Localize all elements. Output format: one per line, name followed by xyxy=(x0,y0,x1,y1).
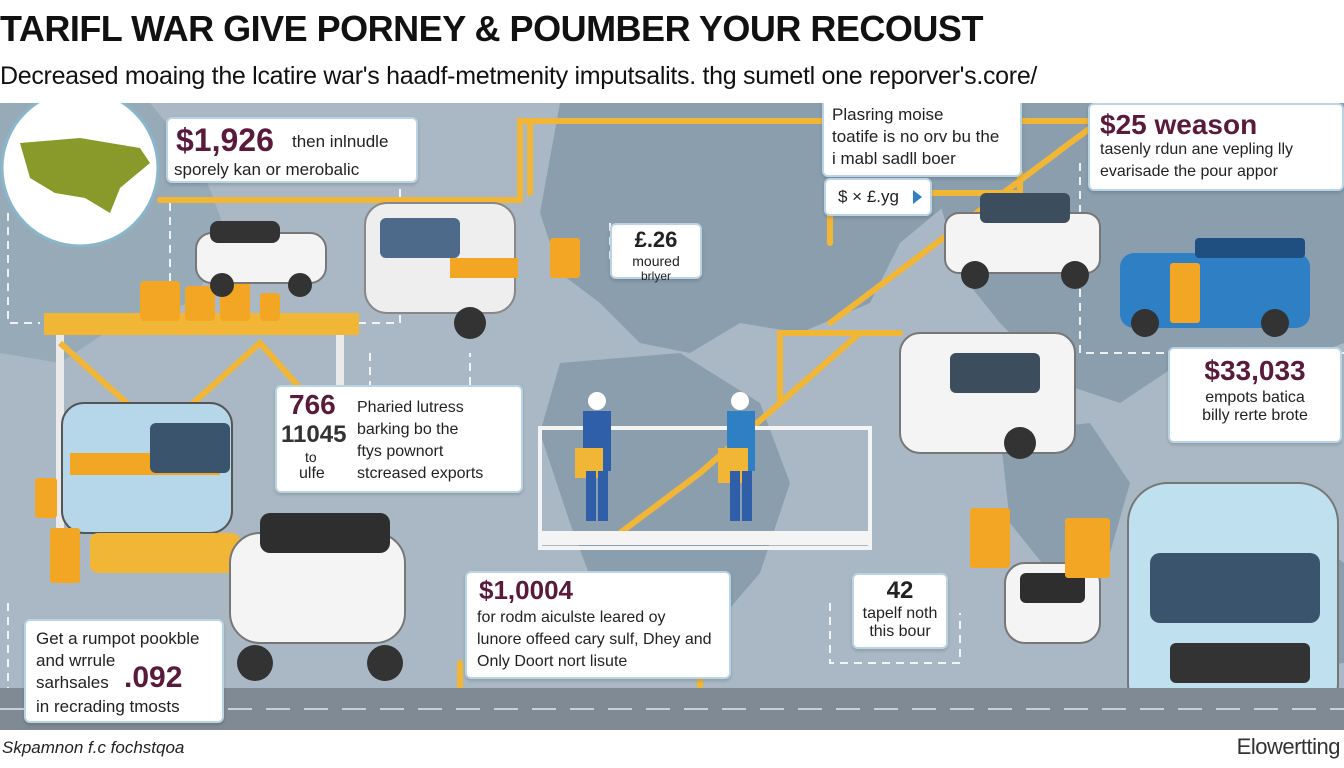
stat-line: moured xyxy=(632,253,680,269)
stat-line: for rodm aiculste leared oy xyxy=(477,609,666,626)
source-caption: Skpamnon f.c fochstqoa xyxy=(2,738,185,757)
stat-line: evarisade the pour appor xyxy=(1100,163,1278,180)
stat-line: Only Doort nort lisute xyxy=(477,653,628,670)
stat-line: tapelf noth xyxy=(862,605,938,622)
page-title: TARIFL WAR GIVE PORNEY & POUMBER YOUR RE… xyxy=(0,8,983,49)
pickup-white xyxy=(899,332,1076,459)
play-arrow-icon xyxy=(913,190,922,204)
stat-line: and wrrule xyxy=(36,651,116,670)
stat-line: empots batica xyxy=(1205,389,1305,406)
stat-value: to xyxy=(305,449,317,465)
stat-line: Pharied lutress xyxy=(357,399,464,416)
stat-value: 11045 xyxy=(281,421,347,448)
stat-line: lunore offeed cary sulf, Dhey and xyxy=(477,631,712,648)
stat-line: stcreased exports xyxy=(357,465,484,482)
stat-card-top-left: $1,926 then inlnudle sporely kan or mero… xyxy=(166,117,418,183)
bus-blue xyxy=(61,402,240,573)
stat-card-bottom-small: 42 tapelf noth this bour xyxy=(852,573,948,649)
infographic-stage: $1,926 then inlnudle sporely kan or mero… xyxy=(0,103,1344,730)
info-line: i mabl sadll boer xyxy=(832,149,956,168)
info-card-top-center: Plasring moise toatife is no orv bu the … xyxy=(822,103,1022,177)
price-tag-button[interactable]: $ × £.yg xyxy=(824,178,932,216)
stat-line: sporely kan or merobalic xyxy=(174,160,360,179)
stat-line: then inlnudle xyxy=(292,132,389,151)
stat-value: .092 xyxy=(124,661,183,694)
stat-line: Get a rumpot pookble xyxy=(36,629,200,648)
stat-value: $25 weason xyxy=(1100,109,1258,140)
car-white-small xyxy=(1004,562,1101,644)
stat-value: 42 xyxy=(886,577,914,604)
suv-blue xyxy=(1120,238,1310,337)
car-lightblue-large xyxy=(1127,482,1339,724)
suv-white-topright xyxy=(944,193,1101,289)
price-tag-label: $ × £.yg xyxy=(838,187,899,206)
stat-card-mid-right: $33,033 empots batica billy rerte brote xyxy=(1168,347,1342,443)
stat-value: $33,033 xyxy=(1204,355,1306,386)
stat-line: brlyer xyxy=(640,269,671,283)
car-white-bottomleft xyxy=(229,513,406,681)
stat-value: 766 xyxy=(289,389,336,420)
stat-value: ulfe xyxy=(299,465,325,482)
scaffold-platform xyxy=(538,392,872,550)
stat-card-top-right: $25 weason tasenly rdun ane vepling lly … xyxy=(1088,103,1344,191)
brand-logo-text: Elowertting xyxy=(1236,734,1341,759)
stat-line: ftys pownort xyxy=(357,443,444,460)
stat-line: barking bo the xyxy=(357,421,459,438)
stat-line: tasenly rdun ane vepling lly xyxy=(1100,141,1294,158)
car-gray-topleft xyxy=(195,221,327,297)
stat-value: $1,0004 xyxy=(479,575,573,605)
info-line: Plasring moise xyxy=(832,105,944,124)
info-line: toatife is no orv bu the xyxy=(832,127,1000,146)
stat-card-center-small: £.26 moured brlyer xyxy=(610,223,702,283)
stat-value: $1,926 xyxy=(176,122,274,158)
stat-card-bottom-center: $1,0004 for rodm aiculste leared oy luno… xyxy=(465,571,731,679)
stat-line: sarhsales xyxy=(36,673,109,692)
containers xyxy=(35,238,1200,583)
van-white-orange xyxy=(364,202,518,339)
page-subtitle: Decreased moaing the lcatire war's haadf… xyxy=(0,62,1038,90)
stat-line: this bour xyxy=(869,623,931,640)
stat-line: in recrading tmosts xyxy=(36,697,180,716)
stat-value: £.26 xyxy=(634,227,678,252)
stat-card-bottom-left: Get a rumpot pookble and wrrule sarhsale… xyxy=(24,619,224,723)
usa-map-shape xyxy=(20,138,150,213)
stat-line: billy rerte brote xyxy=(1202,407,1308,424)
stat-card-mid-left: 766 11045 to ulfe Pharied lutress barkin… xyxy=(275,385,523,493)
